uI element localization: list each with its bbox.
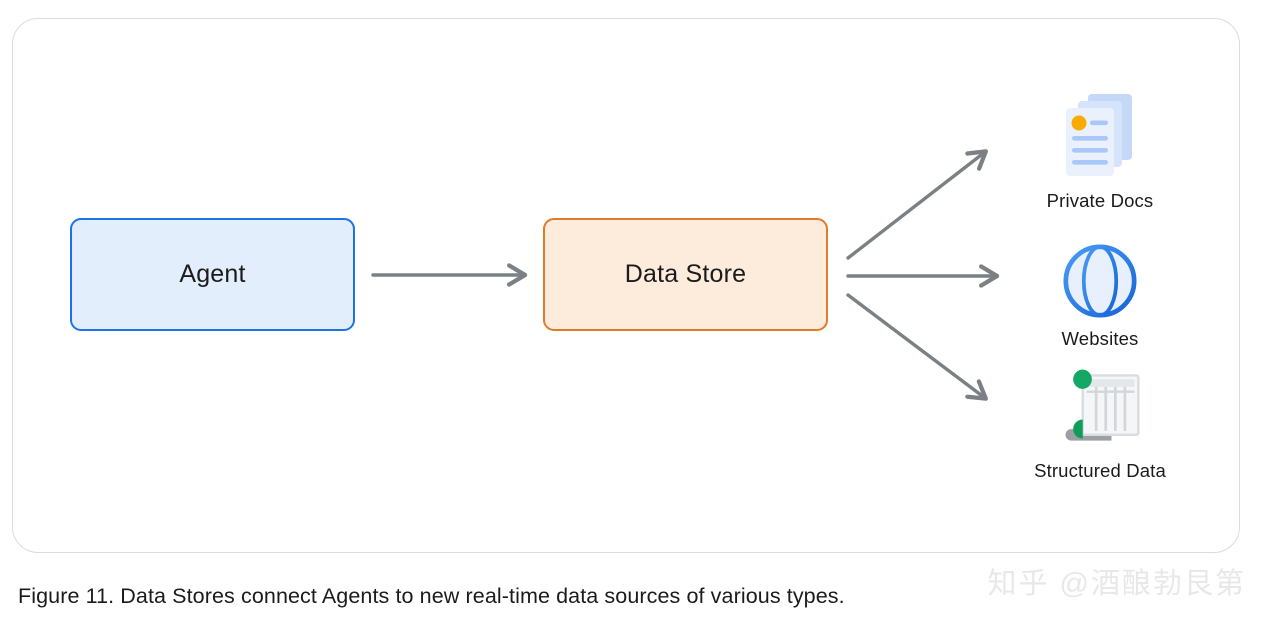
source-websites-label: Websites	[1061, 328, 1139, 349]
node-agent[interactable]: Agent	[70, 218, 355, 331]
node-agent-label: Agent	[179, 260, 246, 288]
globe-icon	[1063, 244, 1137, 318]
figure-caption: Figure 11. Data Stores connect Agents to…	[18, 584, 845, 608]
source-private-docs-label: Private Docs	[1046, 190, 1154, 211]
node-data-store[interactable]: Data Store	[543, 218, 828, 331]
watermark: 知乎 @酒酿勃艮第	[987, 568, 1246, 600]
documents-stack-icon	[1066, 94, 1132, 176]
source-structured-data-label: Structured Data	[1034, 460, 1166, 481]
source-private-docs[interactable]: Private Docs	[1005, 88, 1195, 212]
spreadsheet-icon	[1065, 369, 1140, 441]
source-structured-data[interactable]: Structured Data	[1005, 362, 1195, 482]
source-websites[interactable]: Websites	[1005, 240, 1195, 350]
node-data-store-label: Data Store	[624, 260, 747, 288]
